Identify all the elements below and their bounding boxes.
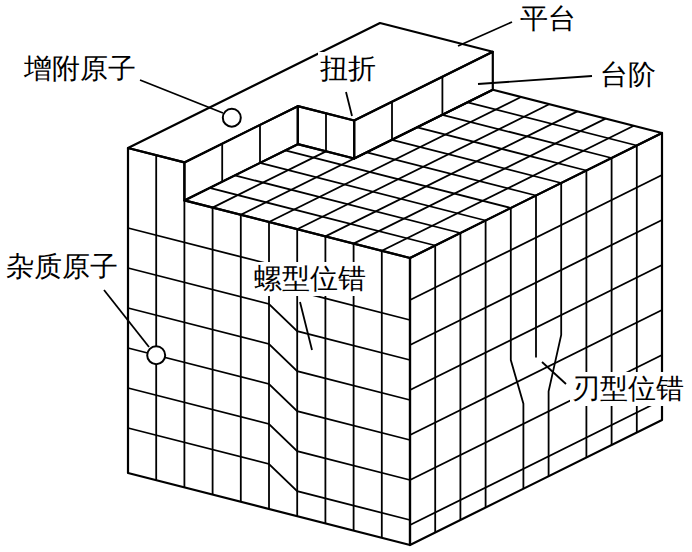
callout-label: 增附原子 xyxy=(22,52,138,86)
lattice-line xyxy=(128,428,410,520)
crystal-edge xyxy=(128,23,493,162)
callout-label: 杂质原子 xyxy=(4,250,120,284)
lattice-line xyxy=(260,163,486,221)
lattice-line xyxy=(128,228,410,320)
lattice-line xyxy=(128,388,410,480)
crystal-face xyxy=(410,133,662,545)
lattice-line xyxy=(586,171,588,458)
leader-line xyxy=(300,302,312,350)
callout-label: 螺型位错 xyxy=(252,262,368,296)
leader-line xyxy=(104,290,149,347)
crystal-edge xyxy=(184,90,662,258)
callout-label: 平台 xyxy=(518,2,578,36)
lattice-line xyxy=(391,102,393,140)
lattice-line xyxy=(485,221,487,508)
callout-label: 台阶 xyxy=(598,58,658,92)
lattice-line xyxy=(511,208,524,489)
crystal-edge xyxy=(128,148,410,545)
leader-line xyxy=(458,22,512,46)
lattice-line xyxy=(128,308,410,400)
leader-line xyxy=(140,80,223,113)
lattice-line xyxy=(535,196,537,358)
lattice-line xyxy=(285,150,511,208)
lattice-line xyxy=(459,233,461,520)
callout-label: 扭折 xyxy=(318,52,378,86)
lattice-line xyxy=(325,111,577,236)
lattice-line xyxy=(210,188,436,246)
lattice-line xyxy=(442,115,611,158)
lattice-line xyxy=(441,77,443,115)
leader-line xyxy=(478,76,592,84)
lattice-line xyxy=(468,102,637,145)
lattice-line xyxy=(155,155,157,480)
lattice-line xyxy=(417,127,586,170)
lattice-line xyxy=(325,113,327,151)
lattice-line xyxy=(213,151,326,207)
lattice-line xyxy=(367,152,536,195)
atom-symbol xyxy=(147,346,165,364)
lattice-line xyxy=(549,183,562,476)
lattice-line xyxy=(392,140,561,183)
crystal-edge xyxy=(410,133,662,545)
leader-line xyxy=(346,92,352,116)
lattice-line xyxy=(410,400,662,525)
leader-line xyxy=(542,362,566,384)
atom-symbol xyxy=(223,109,241,127)
crystal-face xyxy=(128,148,410,545)
lattice-line xyxy=(381,251,383,538)
lattice-line xyxy=(221,144,223,182)
lattice-line xyxy=(434,246,436,533)
lattice-line xyxy=(259,125,261,163)
callout-label: 刃型位错 xyxy=(570,372,686,406)
lattice-line xyxy=(128,348,410,440)
